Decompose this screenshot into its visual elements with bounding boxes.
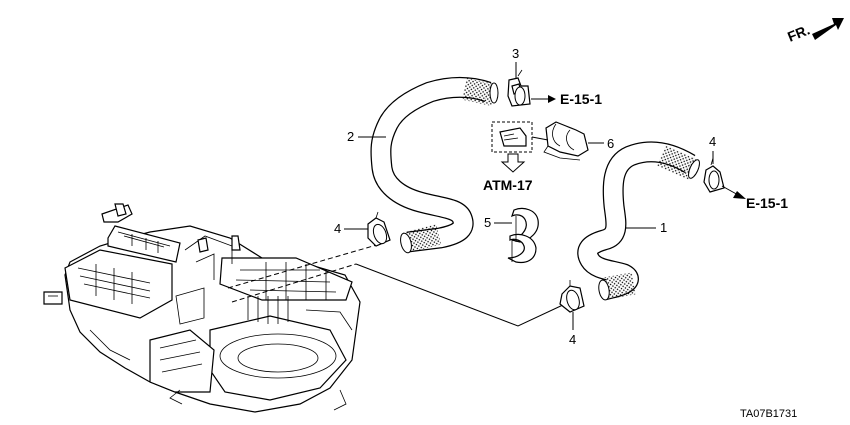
ref-e15-upper-label: E-15-1: [560, 91, 602, 107]
callout-3: 3: [512, 46, 519, 78]
ref-atm-label[interactable]: ATM-17: [483, 177, 533, 193]
callout-4-left: 4: [334, 221, 368, 236]
hose-clamp-3-icon: [507, 69, 531, 107]
hose-clamp-4-right-icon: [703, 157, 725, 193]
clip-5-icon: [507, 207, 539, 264]
callout-4-right: 4: [709, 134, 716, 164]
diagram-code: TA07B1731: [740, 408, 797, 420]
front-label: FR.: [785, 21, 812, 44]
callout-3-label: 3: [512, 46, 519, 61]
callout-4-bottom-label: 4: [569, 332, 576, 347]
hose-clamp-4-left-icon: [367, 211, 391, 247]
callout-4-bottom: 4: [569, 312, 576, 347]
front-arrow-icon: [812, 18, 844, 40]
callout-5-label: 5: [484, 215, 491, 230]
ref-e15-right-label: E-15-1: [746, 195, 788, 211]
heater-pipe-hidden-lines: [227, 243, 566, 327]
atm-detail-box: [491, 121, 549, 173]
clip-6-icon: [543, 121, 589, 161]
ref-e15-upper[interactable]: E-15-1: [531, 91, 602, 107]
callout-1-label: 1: [660, 220, 667, 235]
hose-2-icon: [370, 77, 499, 254]
arrow-icon: [733, 191, 746, 199]
callout-5: 5: [484, 215, 512, 230]
callout-4-left-label: 4: [334, 221, 341, 236]
arrow-icon: [548, 95, 556, 103]
ref-e15-right[interactable]: E-15-1: [721, 185, 788, 211]
callout-6: 6: [588, 136, 614, 151]
callout-6-label: 6: [607, 136, 614, 151]
callout-2-label: 2: [347, 129, 354, 144]
heater-unit-icon: [43, 203, 361, 413]
front-direction-indicator: FR.: [785, 18, 844, 45]
hose-clamp-4-bottom-icon: [559, 280, 585, 313]
hose-1-icon: [577, 141, 700, 301]
callout-4-right-label: 4: [709, 134, 716, 149]
down-arrow-icon: [500, 153, 526, 173]
callout-2: 2: [347, 129, 386, 144]
callout-1: 1: [626, 220, 667, 235]
